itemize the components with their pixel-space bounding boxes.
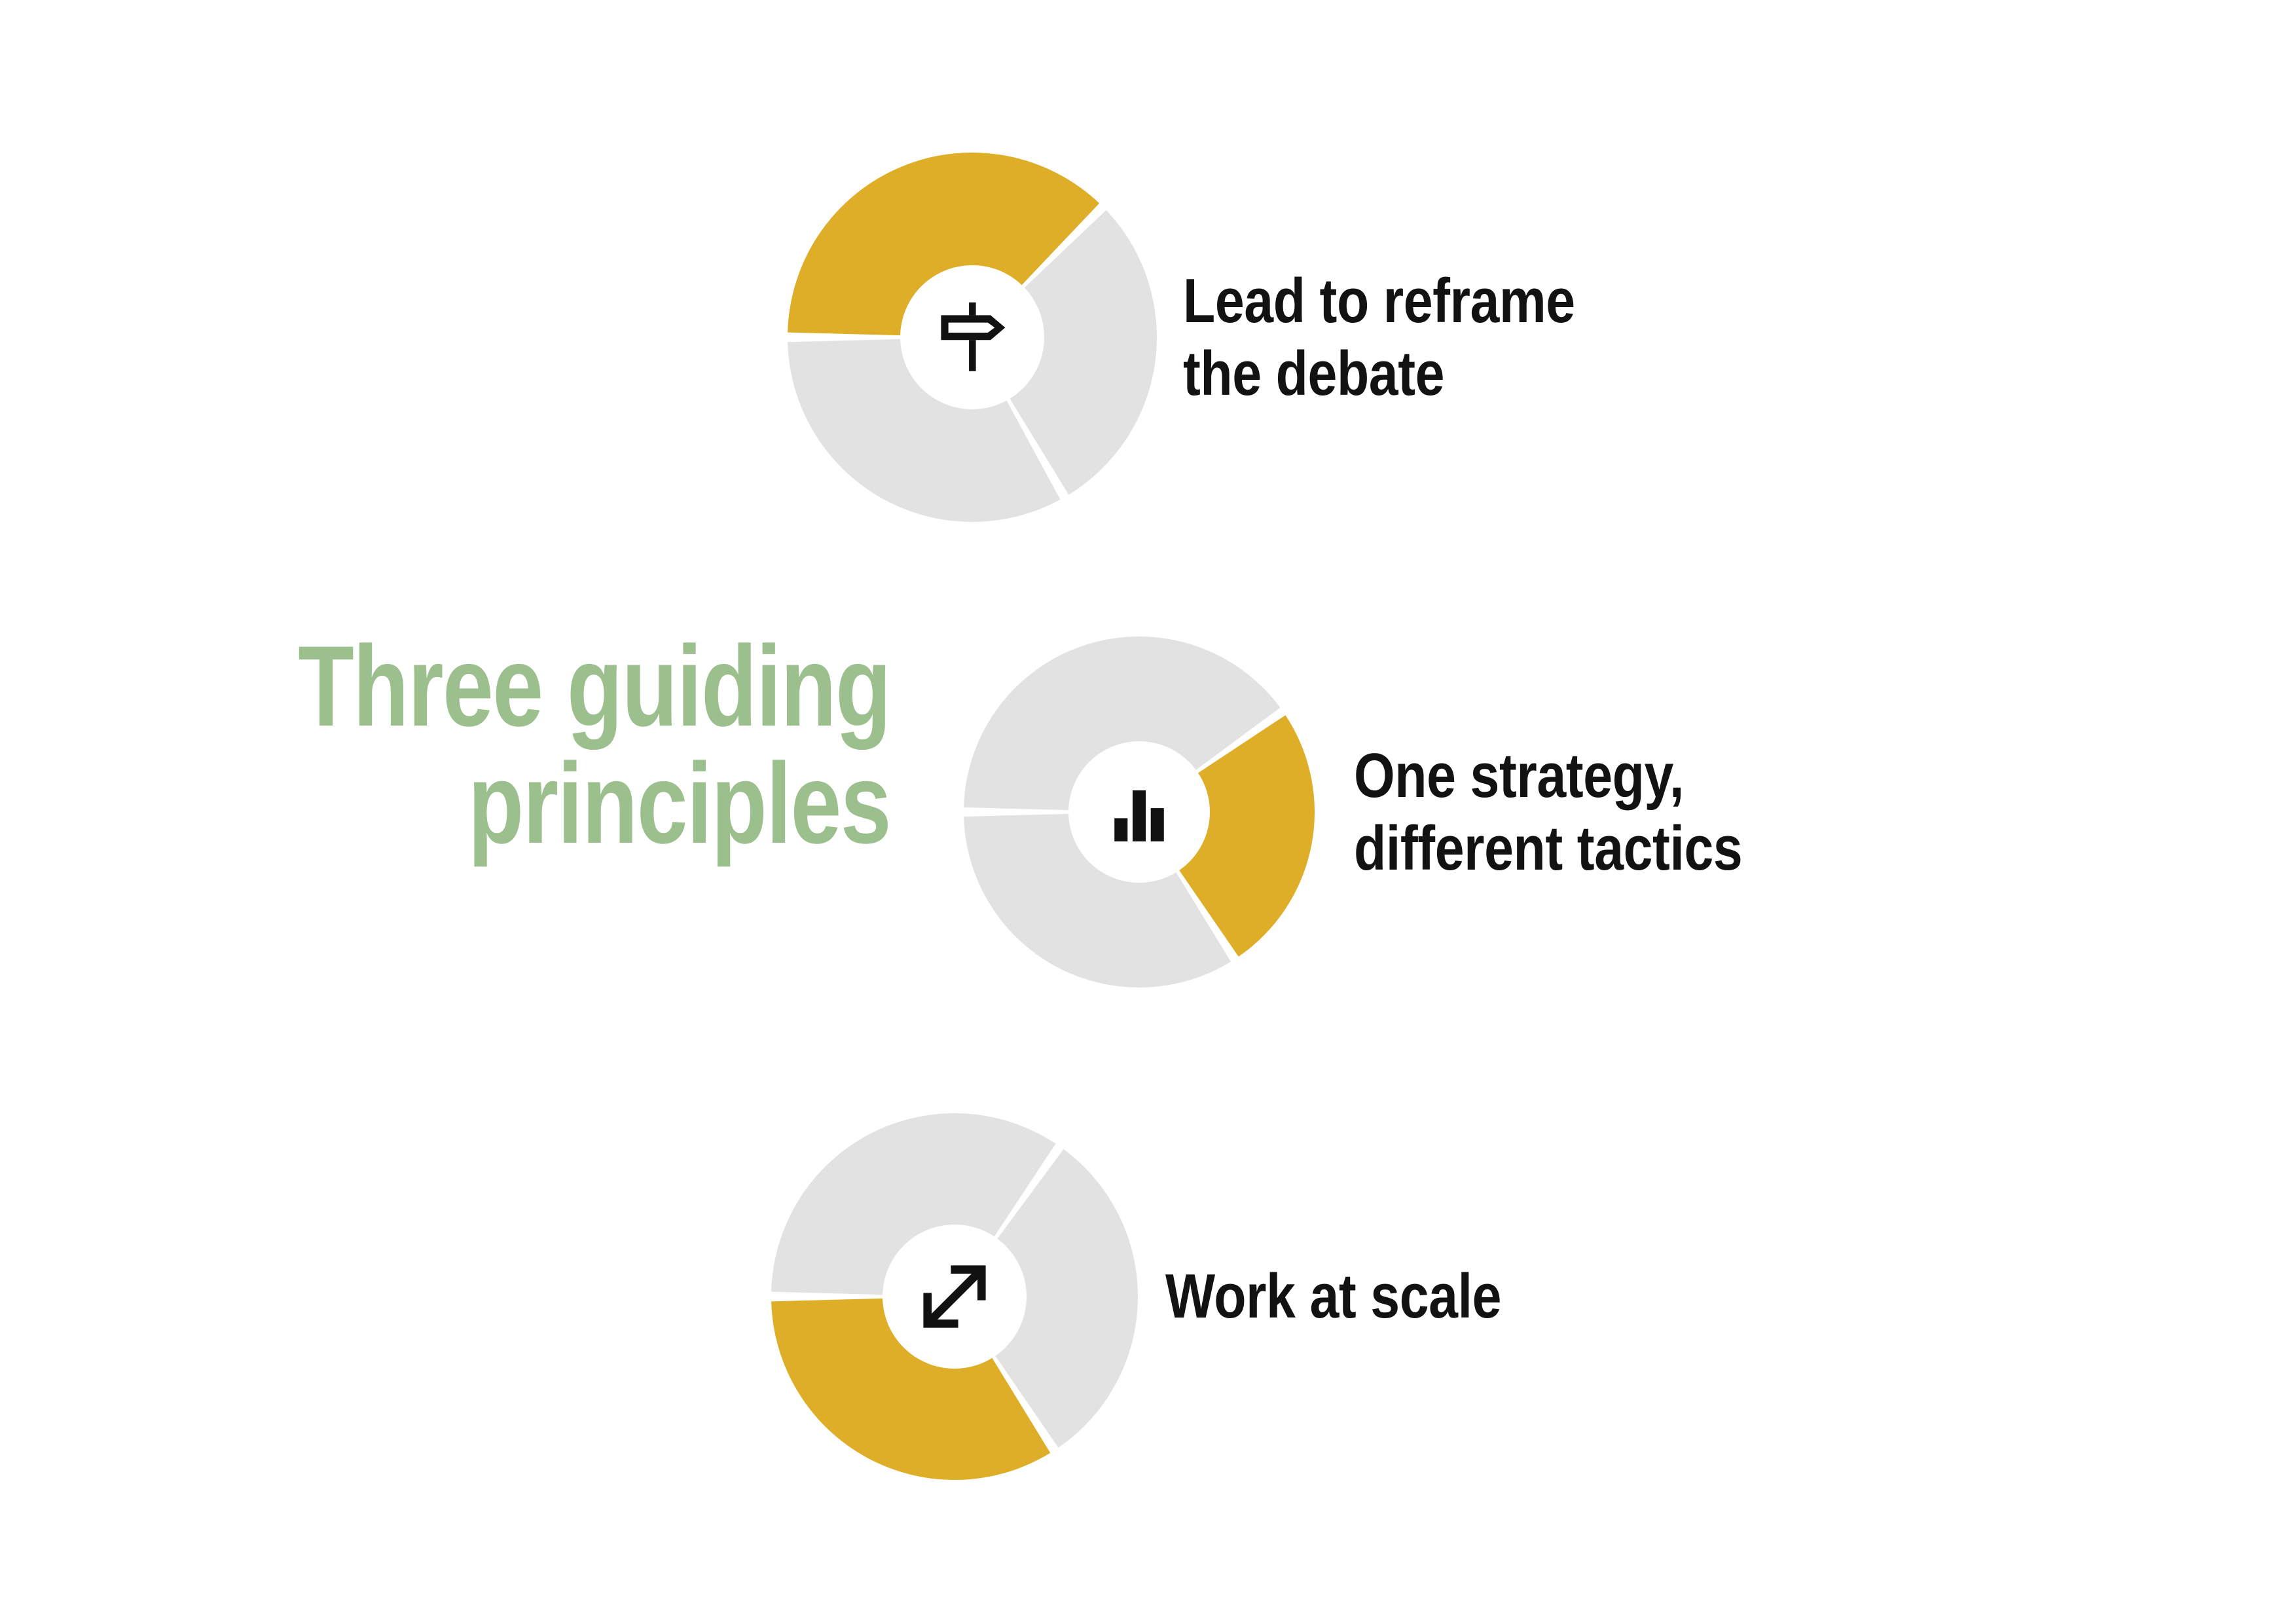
donut-chart-2-svg (964, 637, 1315, 987)
principle-label-3: Work at scale (1165, 1261, 1501, 1332)
donut-chart-3-svg (771, 1113, 1138, 1480)
donut-1-segment-rest-a (1010, 210, 1157, 495)
donut-3-segments (771, 1113, 1138, 1480)
donut-1-segment-highlight (788, 153, 1100, 336)
principle-item-1: Lead to reframe the debate (788, 153, 1650, 522)
donut-chart-2 (964, 637, 1315, 987)
donut-2-segments (964, 637, 1315, 987)
donut-chart-3 (771, 1113, 1138, 1480)
page-title: Three guiding principles (298, 623, 891, 868)
donut-2-segment-rest-b (964, 813, 1231, 987)
principle-label-1: Lead to reframe the debate (1183, 265, 1575, 409)
donut-3-segment-highlight (771, 1298, 1051, 1480)
principle-label-2: One strategy, different tactics (1354, 740, 1743, 883)
donut-chart-1 (788, 153, 1157, 522)
principle-item-2: One strategy, different tactics (964, 637, 1816, 987)
donut-chart-1-svg (788, 153, 1157, 522)
donut-3-segment-rest-a (771, 1113, 1056, 1295)
donut-2-segment-highlight (1179, 715, 1315, 957)
donut-2-segment-rest-a (964, 637, 1281, 811)
donut-3-segment-rest-b (995, 1149, 1138, 1448)
principle-item-3: Work at scale (771, 1113, 1565, 1480)
donut-1-segment-rest-b (788, 339, 1061, 522)
donut-1-segments (788, 153, 1157, 522)
